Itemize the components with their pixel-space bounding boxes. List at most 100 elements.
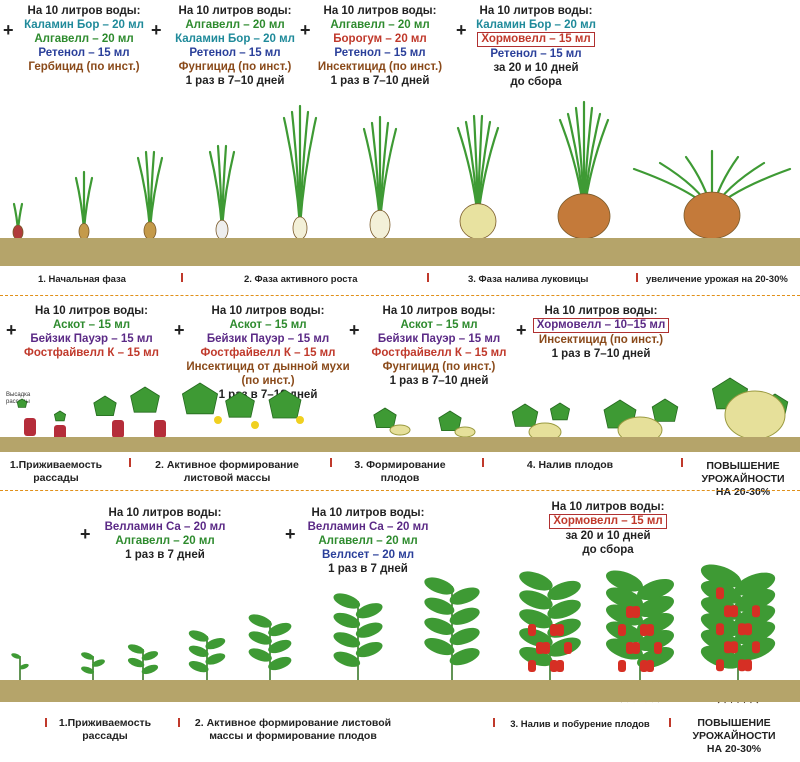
- melon-leaf: [53, 410, 67, 422]
- recipe-header: На 10 литров воды:: [526, 304, 676, 318]
- melon-fruit: [389, 424, 411, 436]
- recipe-text: Ретенол – 15 мл: [189, 47, 281, 59]
- recipe-header: На 10 литров воды:: [14, 4, 154, 18]
- pepper-leaf: [248, 614, 272, 628]
- recipe-text: Алгавелл – 20 мл: [330, 19, 430, 31]
- stage-label: 3. Формирование плодов: [354, 459, 446, 484]
- stage-label: 2. Активное формирование листовой массы …: [194, 717, 392, 742]
- recipe-text: 1 раз в 7–10 дней: [389, 375, 489, 387]
- plus-sign: +: [349, 320, 360, 340]
- recipe-line: 1 раз в 7–10 дней: [305, 74, 455, 88]
- pepper-leaf: [637, 595, 674, 618]
- stage-label: 1.Приживаемость рассады: [9, 459, 103, 484]
- recipe-line: Инсектицид от дынной мухи: [183, 360, 353, 374]
- recipe-text: Каламин Бор – 20 мл: [24, 19, 144, 31]
- stage-divider: [493, 718, 495, 727]
- pepper-fruit: [632, 606, 640, 618]
- melon-leaf: [549, 402, 571, 421]
- recipe-line: Алгавелл – 20 мл: [160, 18, 310, 32]
- recipe-text: 1 раз в 7–10 дней: [185, 75, 285, 87]
- pepper-leaf: [91, 659, 105, 667]
- plus-sign: +: [3, 20, 14, 40]
- recipe-header: На 10 литров воды:: [293, 506, 443, 520]
- pepper-leaf: [355, 641, 383, 658]
- recipe-text: Ретенол – 15 мл: [490, 48, 582, 60]
- melon-leaf: [130, 386, 160, 413]
- melon-leaf: [268, 389, 302, 419]
- onion-bulb: [292, 216, 308, 240]
- recipe-line: Хормовелл – 15 мл: [528, 514, 688, 529]
- stage-divider: [636, 273, 638, 282]
- recipe-line: Бейзик Пауэр – 15 мл: [358, 332, 520, 346]
- recipe-line: Каламин Бор – 20 мл: [462, 18, 610, 32]
- recipe-line: Фунгицид (по инст.): [160, 60, 310, 74]
- recipe-line: Алгавелл – 20 мл: [293, 534, 443, 548]
- onion-leaf: [74, 176, 86, 232]
- recipe-line: 1 раз в 7–10 дней: [160, 74, 310, 88]
- pepper-leaf: [424, 637, 455, 656]
- section-divider: [0, 490, 800, 491]
- recipe-line: Ретенол – 15 мл: [160, 46, 310, 60]
- stage-divider: [427, 273, 429, 282]
- plus-sign: +: [300, 20, 311, 40]
- recipe-text: Фунгицид (по инст.): [178, 61, 292, 73]
- melon-flower: [251, 421, 259, 429]
- recipe-line: за 20 и 10 дней: [528, 529, 688, 543]
- melon-fruit: [454, 426, 476, 438]
- pepper-leaf: [333, 651, 361, 667]
- recipe-line: до сбора: [528, 543, 688, 557]
- recipe-line: за 20 и 10 дней: [462, 61, 610, 75]
- recipe-text: до сбора: [582, 544, 634, 556]
- recipe-line: (по инст.): [183, 374, 353, 388]
- onion-bulb: [215, 219, 229, 240]
- recipe-header: На 10 литров воды:: [160, 4, 310, 18]
- recipe-text: Веллсет – 20 мл: [321, 549, 415, 561]
- recipe-text: Велламин Са – 20 мл: [307, 521, 429, 533]
- recipe-line: Каламин Бор – 20 мл: [14, 18, 154, 32]
- pepper-leaf: [248, 648, 272, 662]
- recipe-line: Инсектицид (по инст.): [526, 333, 676, 347]
- pepper-fruit: [752, 641, 760, 654]
- recipe-line: Ретенол – 15 мл: [462, 47, 610, 61]
- stage-label: 2. Активное формирование листовой массы: [155, 459, 299, 484]
- recipe-text: 1 раз в 7–10 дней: [330, 75, 430, 87]
- onion-bulb: [369, 209, 391, 240]
- melon-leaf: [16, 398, 28, 408]
- recipe-text: На 10 литров воды:: [323, 5, 437, 17]
- recipe-line: Гербицид (по инст.): [14, 60, 154, 74]
- recipe-text: На 10 литров воды:: [544, 305, 658, 317]
- pepper-fruit: [618, 660, 626, 672]
- recipe-text: На 10 литров воды:: [311, 507, 425, 519]
- recipe-text: Алгавелл – 20 мл: [115, 535, 215, 547]
- recipe-line: Фостфайвелл К – 15 мл: [358, 346, 520, 360]
- pepper-leaf: [519, 571, 553, 591]
- melon-leaf: [93, 395, 117, 416]
- pepper-leaf: [141, 664, 159, 675]
- recipe-header: На 10 литров воды:: [462, 4, 610, 18]
- recipe-header: На 10 литров воды:: [528, 500, 688, 514]
- onion-leaf: [82, 176, 94, 232]
- recipe-text: На 10 литров воды:: [479, 5, 593, 17]
- stage-divider: [482, 458, 484, 467]
- plus-sign: +: [456, 20, 467, 40]
- recipe-line: Фунгицид (по инст.): [358, 360, 520, 374]
- recipe-text: Бейзик Пауэр – 15 мл: [206, 333, 330, 345]
- pepper-leaf: [205, 653, 226, 665]
- pepper-leaf: [188, 660, 209, 673]
- stage-label: ПОВЫШЕНИЕ УРОЖАЙНОСТИ НА 20-30%: [701, 460, 785, 498]
- pepper-fruit: [654, 642, 662, 654]
- pepper-fruit: [744, 659, 752, 672]
- melon-growth-illustration: [16, 377, 789, 444]
- plus-sign: +: [285, 524, 296, 544]
- pepper-leaf: [127, 644, 145, 654]
- pepper-leaf: [449, 648, 480, 666]
- melon-leaf: [651, 398, 679, 422]
- pepper-growth-illustration: [11, 564, 776, 704]
- soil-strip: [0, 238, 800, 266]
